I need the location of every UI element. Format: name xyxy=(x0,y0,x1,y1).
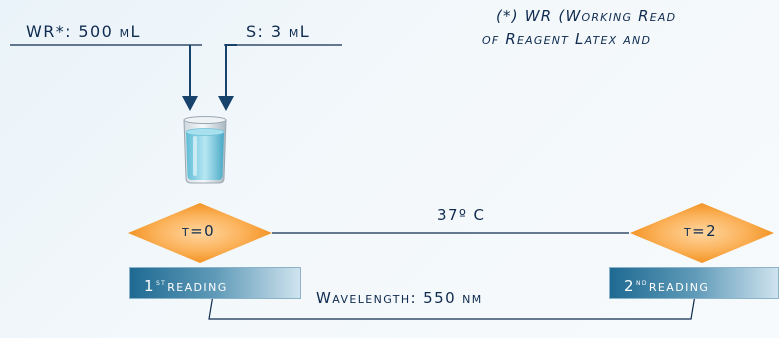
second-reading-number: 2 xyxy=(624,277,635,295)
start-diamond xyxy=(128,203,272,263)
wavelength-label: Wavelength: 550 nm xyxy=(316,289,483,307)
beaker-icon xyxy=(183,116,227,184)
start-time-label: t=0 xyxy=(182,222,216,240)
first-reading-number: 1 xyxy=(144,277,155,295)
end-diamond xyxy=(630,203,774,263)
second-reading-box: 2ndreading xyxy=(609,267,779,299)
first-reading-text: reading xyxy=(167,277,228,295)
footnote-line-2: of Reagent Latex and xyxy=(482,30,652,48)
s-arrowhead xyxy=(218,96,234,111)
wavelength-bracket xyxy=(208,294,696,320)
footnote-line-1: (*) WR (Working Read xyxy=(496,7,677,25)
end-time-label: t=2 xyxy=(684,222,718,240)
first-reading-box: 1streading xyxy=(129,267,301,299)
wr-arrowhead xyxy=(182,96,198,111)
second-reading-ordinal: nd xyxy=(635,278,648,288)
second-reading-text: reading xyxy=(648,277,710,295)
temperature-label: 37º C xyxy=(437,206,486,224)
first-reading-ordinal: st xyxy=(155,278,167,288)
s-arrow xyxy=(225,44,237,98)
sample-volume-label: S: 3 µL xyxy=(246,22,311,41)
wr-volume-label: WR*: 500 µL xyxy=(26,22,141,41)
